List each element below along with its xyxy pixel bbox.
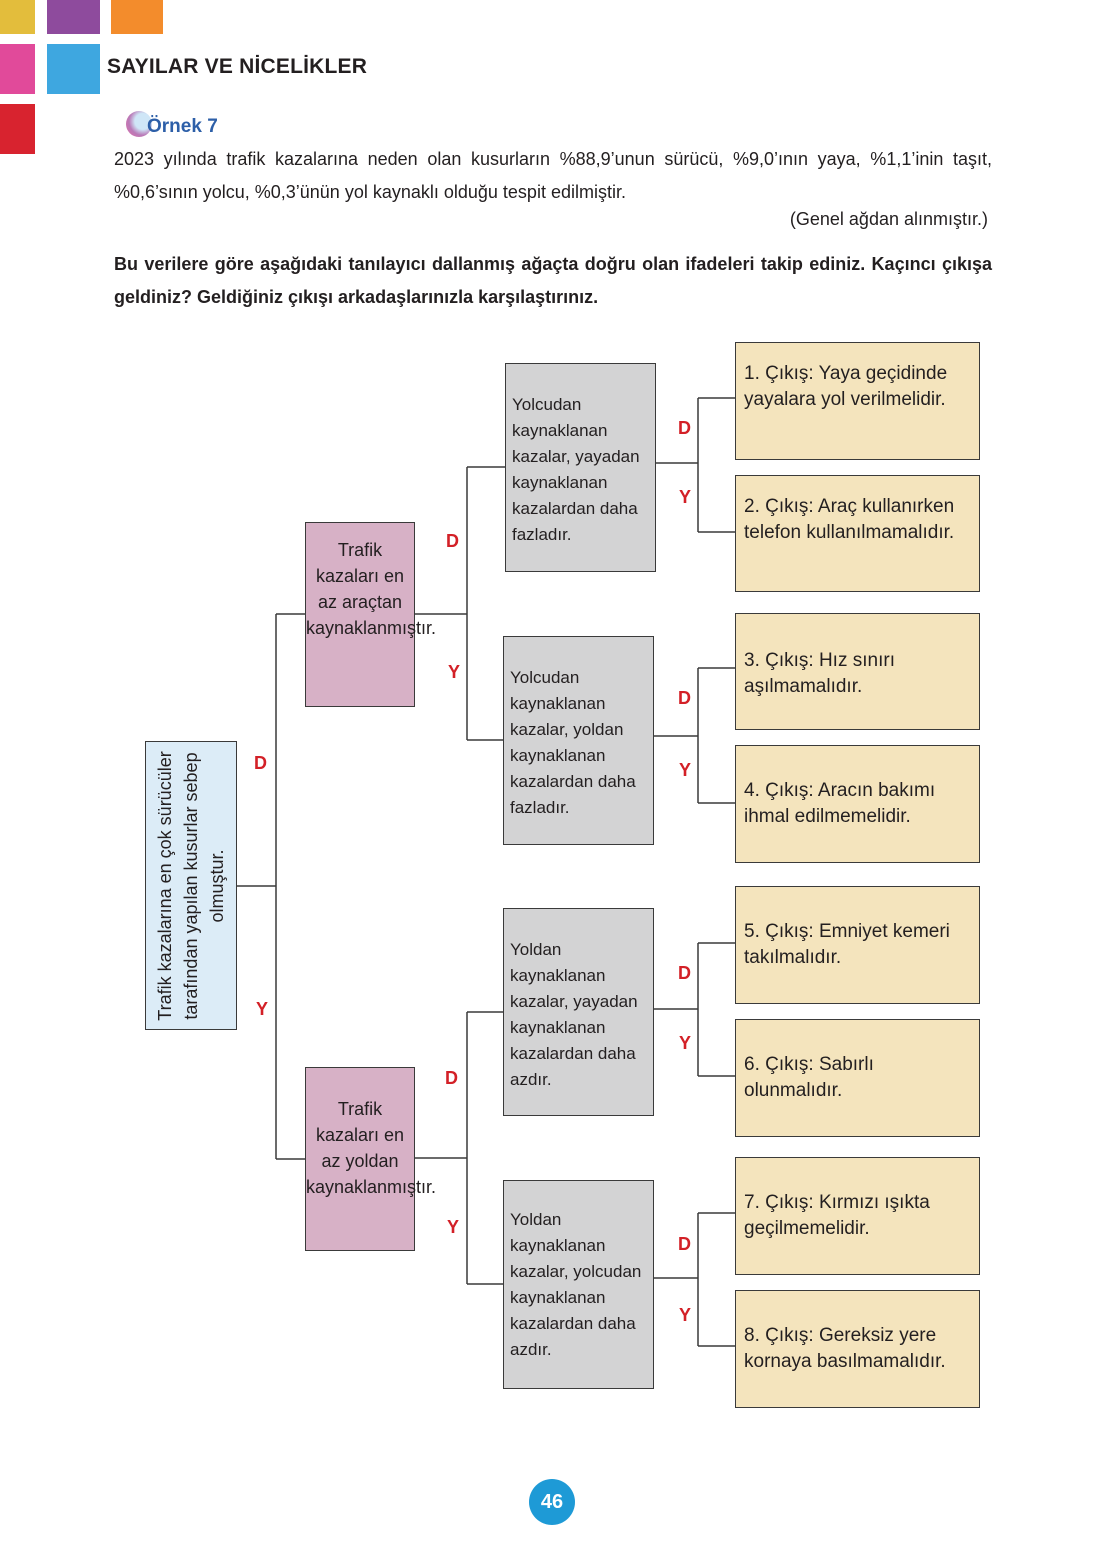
- statement-text: Yolcudan kaynaklanan kazalar, yayadan ka…: [512, 395, 640, 544]
- example-bubble-icon: [126, 111, 152, 137]
- tree-exit: 4. Çıkış: Aracın bakımı ihmal edilmemeli…: [735, 745, 980, 863]
- example-instruction: Bu verilere göre aşağıdaki tanılayıcı da…: [114, 254, 992, 307]
- false-label: Y: [679, 1033, 692, 1053]
- true-label: D: [678, 963, 691, 983]
- corner-square-yellow: [0, 0, 35, 34]
- corner-square-blue: [47, 44, 100, 94]
- true-label: D: [678, 1234, 691, 1254]
- exit-text: 4. Çıkış: Aracın bakımı ihmal edilmemeli…: [744, 780, 936, 827]
- example-source: (Genel ağdan alınmıştır.): [789, 209, 988, 229]
- tree-exit: 2. Çıkış: Araç kullanırken telefon kulla…: [735, 475, 980, 592]
- tree-level3-statement: Yolcudan kaynaklanan kazalar, yayadan ka…: [505, 363, 656, 572]
- false-label: Y: [447, 1217, 460, 1237]
- tree-exit: 5. Çıkış: Emniyet kemeri takılmalıdır.: [735, 886, 980, 1004]
- example-title: Örnek 7: [147, 116, 218, 137]
- corner-square-pink: [0, 44, 35, 94]
- statement-text: Yoldan kaynaklanan kazalar, yayadan kayn…: [510, 940, 638, 1089]
- exit-text: 7. Çıkış: Kırmızı ışıkta geçilmemelidir.: [744, 1192, 930, 1239]
- statement-text: Trafik kazaları en az yoldan kaynaklanmı…: [306, 1099, 437, 1197]
- tree-exit: 8. Çıkış: Gereksiz yere kornaya basılmam…: [735, 1290, 980, 1408]
- exit-text: 3. Çıkış: Hız sınırı aşılmamalıdır.: [744, 650, 895, 697]
- true-label: D: [446, 531, 459, 551]
- statement-text: Yoldan kaynaklanan kazalar, yolcudan kay…: [510, 1210, 642, 1359]
- tree-exit: 3. Çıkış: Hız sınırı aşılmamalıdır.: [735, 613, 980, 730]
- corner-square-orange: [111, 0, 163, 34]
- exit-text: 1. Çıkış: Yaya geçidinde yayalara yol ve…: [744, 363, 948, 410]
- exit-text: 8. Çıkış: Gereksiz yere kornaya basılmam…: [744, 1325, 946, 1372]
- true-label: D: [254, 753, 267, 773]
- false-label: Y: [679, 760, 692, 780]
- false-label: Y: [256, 999, 269, 1019]
- exit-text: 2. Çıkış: Araç kullanırken telefon kulla…: [744, 496, 955, 543]
- example-text: 2023 yılında trafik kazalarına neden ola…: [114, 149, 992, 202]
- tree-level3-statement: Yolcudan kaynaklanan kazalar, yoldan kay…: [503, 636, 654, 845]
- corner-square-red: [0, 104, 35, 154]
- tree-root-text: Trafik kazalarına en çok sürücüler taraf…: [155, 750, 227, 1021]
- page-number: 46: [529, 1479, 575, 1525]
- tree-level2-statement: Trafik kazaları en az yoldan kaynaklanmı…: [305, 1067, 436, 1251]
- exit-text: 6. Çıkış: Sabırlı olunmalıdır.: [744, 1054, 874, 1101]
- statement-text: Trafik kazaları en az araçtan kaynaklanm…: [306, 540, 437, 638]
- false-label: Y: [448, 662, 461, 682]
- section-heading: SAYILAR VE NİCELİKLER: [107, 55, 368, 78]
- tree-exit: 7. Çıkış: Kırmızı ışıkta geçilmemelidir.: [735, 1157, 980, 1275]
- tree-root-statement: Trafik kazalarına en çok sürücüler taraf…: [145, 741, 237, 1030]
- tree-level3-statement: Yoldan kaynaklanan kazalar, yayadan kayn…: [503, 908, 654, 1116]
- false-label: Y: [679, 487, 692, 507]
- tree-exit: 6. Çıkış: Sabırlı olunmalıdır.: [735, 1019, 980, 1137]
- true-label: D: [678, 418, 691, 438]
- tree-level2-statement: Trafik kazaları en az araçtan kaynaklanm…: [305, 522, 436, 707]
- exit-text: 5. Çıkış: Emniyet kemeri takılmalıdır.: [744, 921, 950, 968]
- corner-square-purple: [47, 0, 100, 34]
- true-label: D: [445, 1068, 458, 1088]
- statement-text: Yolcudan kaynaklanan kazalar, yoldan kay…: [510, 668, 636, 817]
- tree-level3-statement: Yoldan kaynaklanan kazalar, yolcudan kay…: [503, 1180, 654, 1389]
- true-label: D: [678, 688, 691, 708]
- false-label: Y: [679, 1305, 692, 1325]
- tree-exit: 1. Çıkış: Yaya geçidinde yayalara yol ve…: [735, 342, 980, 460]
